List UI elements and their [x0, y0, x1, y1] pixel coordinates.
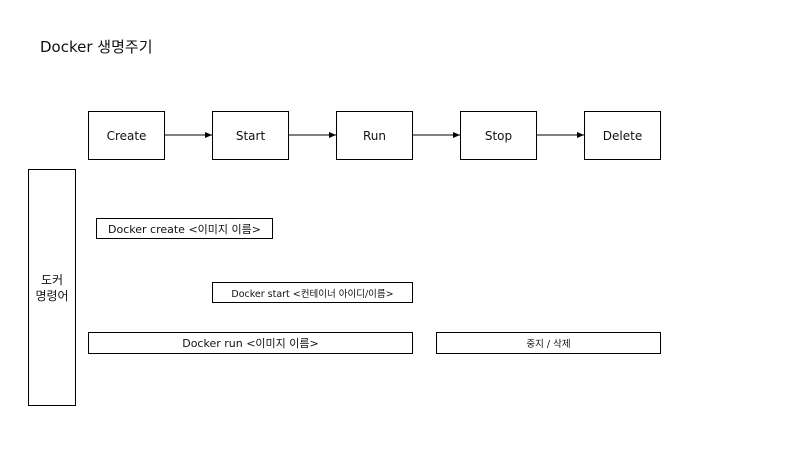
command-stop-delete: 중지 / 삭제	[436, 332, 661, 354]
page-title: Docker 생명주기	[40, 38, 153, 56]
stage-create: Create	[88, 111, 165, 160]
command-start: Docker start <컨테이너 아이디/이름>	[212, 282, 413, 303]
docker-commands-label: 도커 명령어	[28, 169, 76, 406]
stage-run: Run	[336, 111, 413, 160]
command-run: Docker run <이미지 이름>	[88, 332, 413, 354]
stage-start: Start	[212, 111, 289, 160]
stage-delete: Delete	[584, 111, 661, 160]
command-create: Docker create <이미지 이름>	[96, 218, 273, 239]
docker-commands-label-line1: 도커	[40, 272, 64, 287]
stage-stop: Stop	[460, 111, 537, 160]
docker-commands-label-line2: 명령어	[35, 288, 69, 303]
